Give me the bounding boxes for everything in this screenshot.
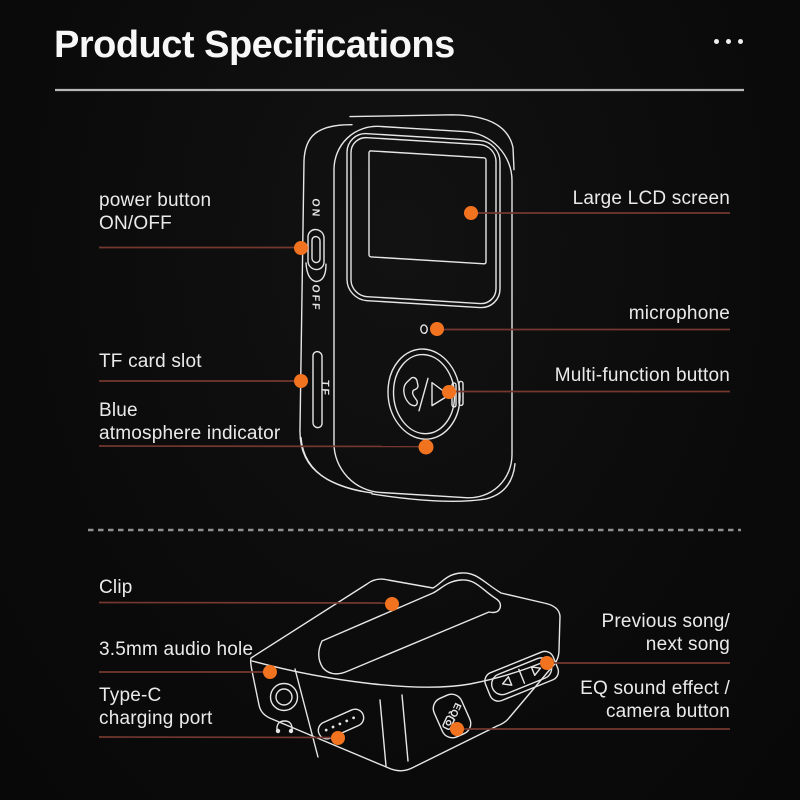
headphone-icon bbox=[276, 720, 293, 732]
label-typec-port: Type-C charging port bbox=[99, 685, 213, 729]
device-bottom-edge bbox=[371, 462, 516, 503]
dot-eq bbox=[450, 722, 464, 736]
label-clip: Clip bbox=[99, 577, 133, 598]
dot-tf bbox=[294, 374, 308, 388]
leader-line-clip bbox=[98, 601, 387, 604]
dot-prevnext bbox=[540, 656, 554, 670]
label-power-button: power button ON/OFF bbox=[99, 190, 212, 234]
power-switch-track bbox=[305, 262, 327, 283]
dot-typec bbox=[331, 731, 345, 745]
dot-mic bbox=[430, 322, 444, 336]
audio-jack-outer[interactable] bbox=[269, 682, 299, 712]
power-on-marking: ON bbox=[310, 198, 322, 218]
device-side-bottom-line bbox=[300, 436, 373, 494]
power-switch-knob bbox=[311, 235, 321, 264]
dot-audio bbox=[263, 665, 277, 679]
headphone-icon bbox=[288, 728, 294, 734]
typec-pin bbox=[338, 722, 342, 726]
clip bbox=[318, 579, 502, 675]
bottom-view-art: EQ/ bbox=[249, 572, 561, 772]
prev-next-divider bbox=[518, 668, 526, 684]
typec-pin bbox=[331, 725, 335, 729]
page-title: Product Specifications bbox=[54, 24, 455, 66]
phone-icon bbox=[403, 376, 419, 407]
device-top-edge bbox=[349, 114, 515, 171]
pause-icon bbox=[458, 380, 464, 407]
typec-pin bbox=[352, 716, 355, 720]
label-blue-indicator: Blue atmosphere indicator bbox=[99, 400, 281, 444]
audio-jack-inner bbox=[275, 688, 293, 706]
device-bottom-body bbox=[249, 572, 561, 772]
ellipsis-dot bbox=[726, 39, 731, 44]
device-seam-line bbox=[401, 694, 409, 762]
label-eq-camera: EQ sound effect / camera button bbox=[580, 678, 730, 722]
dot-clip bbox=[385, 597, 399, 611]
ellipsis-icon[interactable] bbox=[714, 39, 743, 44]
dot-lcd bbox=[464, 206, 478, 220]
label-lcd-screen: Large LCD screen bbox=[572, 188, 730, 209]
dot-power bbox=[294, 241, 308, 255]
lcd-screen bbox=[368, 150, 487, 265]
microphone-hole bbox=[420, 324, 428, 335]
label-microphone: microphone bbox=[628, 303, 730, 324]
label-multifunction-button: Multi-function button bbox=[554, 365, 730, 386]
leader-lines bbox=[98, 212, 730, 739]
ellipsis-dot bbox=[714, 39, 719, 44]
typec-pin bbox=[324, 728, 328, 732]
typec-pin bbox=[345, 719, 349, 723]
slash-icon bbox=[418, 377, 429, 412]
device-front-top-edge bbox=[251, 660, 547, 688]
tf-card-slot[interactable] bbox=[312, 350, 323, 429]
eq-camera-button[interactable] bbox=[430, 691, 474, 742]
power-switch[interactable] bbox=[307, 228, 325, 271]
annotation-dots bbox=[263, 206, 554, 745]
previous-triangle-icon bbox=[501, 676, 513, 686]
label-audio-hole: 3.5mm audio hole bbox=[99, 639, 254, 660]
next-triangle-icon bbox=[530, 666, 542, 677]
tf-marking: TF bbox=[319, 380, 331, 398]
leader-line-typec bbox=[98, 736, 333, 739]
device-seam-line bbox=[379, 699, 387, 767]
multifunction-button-outer[interactable] bbox=[387, 347, 461, 441]
dot-multifunction bbox=[442, 385, 456, 399]
screen-bezel-outer bbox=[346, 132, 501, 309]
device-side-face bbox=[299, 124, 363, 493]
device-left-face-edge bbox=[294, 668, 319, 758]
headphone-icon bbox=[275, 728, 281, 734]
screen-bezel-inner bbox=[350, 136, 497, 305]
front-view-art: ON OFF TF bbox=[299, 114, 516, 503]
dot-blue-indicator bbox=[418, 439, 434, 455]
leader-line-blue bbox=[98, 445, 421, 448]
label-previous-next: Previous song/ next song bbox=[601, 611, 730, 655]
label-tf-card-slot: TF card slot bbox=[99, 351, 202, 372]
ellipsis-dot bbox=[738, 39, 743, 44]
power-off-marking: OFF bbox=[310, 284, 322, 312]
typec-port[interactable] bbox=[316, 706, 367, 741]
play-icon bbox=[431, 381, 450, 407]
device-body bbox=[333, 125, 513, 499]
